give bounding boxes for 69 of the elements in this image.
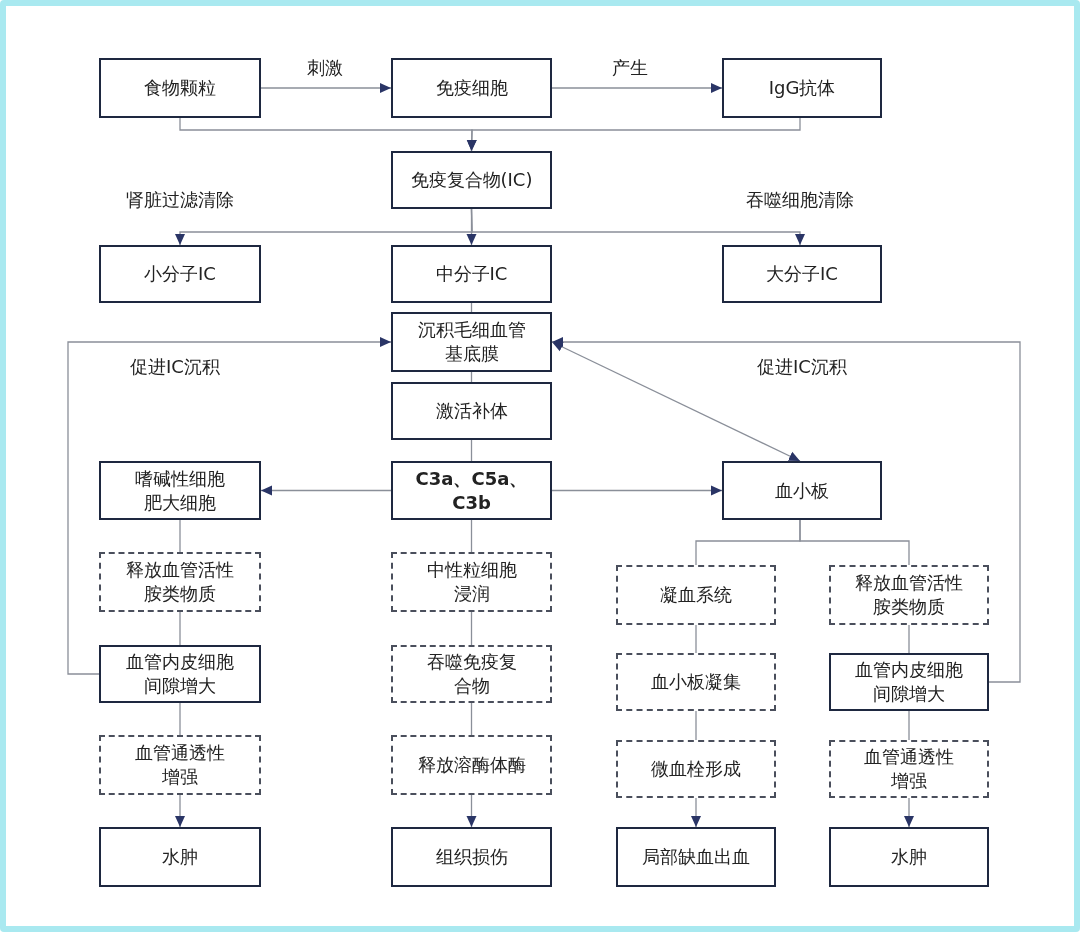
- box-text: 大分子IC: [765, 262, 839, 286]
- process-box: [99, 827, 261, 887]
- dashed-process-box: [829, 740, 989, 798]
- connector-arrow: [260, 83, 392, 93]
- dashed-process-box: [829, 565, 989, 625]
- process-box: [616, 827, 776, 887]
- box-text: 水肿: [161, 845, 199, 869]
- connector-arrow: [551, 83, 723, 93]
- dashed-process-box: [391, 552, 552, 612]
- process-box: [99, 461, 261, 520]
- box-text: 凝血系统: [659, 583, 733, 607]
- box-text: 吞噬免疫复合物: [425, 650, 518, 698]
- process-box: [99, 245, 261, 303]
- process-box: [829, 653, 989, 711]
- process-box: [391, 312, 552, 372]
- box-text: C3a、C5a、C3b: [414, 466, 529, 515]
- box-text: 血小板: [774, 478, 830, 503]
- connector-arrow: [551, 341, 801, 462]
- process-box: [391, 461, 552, 520]
- connector-arrow: [466, 794, 477, 828]
- box-text: 中分子IC: [434, 262, 509, 286]
- connector-arrow: [551, 485, 723, 496]
- dashed-process-box: [616, 565, 776, 625]
- connector-arrow: [466, 117, 801, 152]
- box-text: 免疫细胞: [434, 76, 509, 100]
- box-text: 嗜碱性细胞肥大细胞: [134, 466, 226, 515]
- box-text: IgG抗体: [767, 76, 837, 100]
- process-box: [391, 151, 552, 209]
- box-text: 小分子IC: [143, 262, 217, 286]
- box-text: 局部缺血出血: [641, 845, 751, 869]
- process-box: [391, 382, 552, 440]
- box-text: 微血栓形成: [650, 757, 742, 781]
- process-box: [829, 827, 989, 887]
- connector-arrow: [67, 337, 392, 675]
- box-text: 水肿: [890, 845, 928, 869]
- connector-arrow: [551, 337, 1021, 683]
- box-text: 释放血管活性胺类物质: [125, 558, 235, 606]
- box-text: 组织损伤: [434, 845, 509, 869]
- process-box: [99, 58, 261, 118]
- box-text: 血小板凝集: [650, 670, 742, 694]
- connector-arrow: [470, 208, 805, 246]
- box-text: 血管通透性增强: [134, 741, 226, 789]
- dashed-process-box: [99, 552, 261, 612]
- box-text: 释放溶酶体酶: [416, 753, 527, 777]
- box-text: 激活补体: [434, 399, 509, 423]
- process-box: [391, 58, 552, 118]
- process-box: [722, 461, 882, 520]
- process-box: [391, 827, 552, 887]
- process-box: [99, 645, 261, 703]
- dashed-process-box: [391, 735, 552, 795]
- connector-arrow: [691, 797, 701, 828]
- box-text: 血管内皮细胞间隙增大: [854, 658, 964, 706]
- dashed-process-box: [616, 740, 776, 798]
- connector-arrow: [175, 794, 185, 828]
- process-box: [391, 245, 552, 303]
- box-text: 食物颗粒: [143, 76, 217, 100]
- box-text: 沉积毛细血管基底膜: [416, 318, 527, 366]
- process-box: [722, 58, 882, 118]
- dashed-process-box: [616, 653, 776, 711]
- box-text: 免疫复合物(IC): [409, 168, 534, 192]
- connector-arrow: [260, 485, 392, 496]
- box-text: 释放血管活性胺类物质: [854, 571, 964, 619]
- box-text: 血管内皮细胞间隙增大: [125, 650, 235, 698]
- dashed-process-box: [99, 735, 261, 795]
- box-text: 血管通透性增强: [863, 745, 955, 793]
- process-box: [722, 245, 882, 303]
- dashed-process-box: [391, 645, 552, 703]
- connector-arrow: [904, 797, 914, 828]
- box-text: 中性粒细胞浸润: [425, 558, 518, 606]
